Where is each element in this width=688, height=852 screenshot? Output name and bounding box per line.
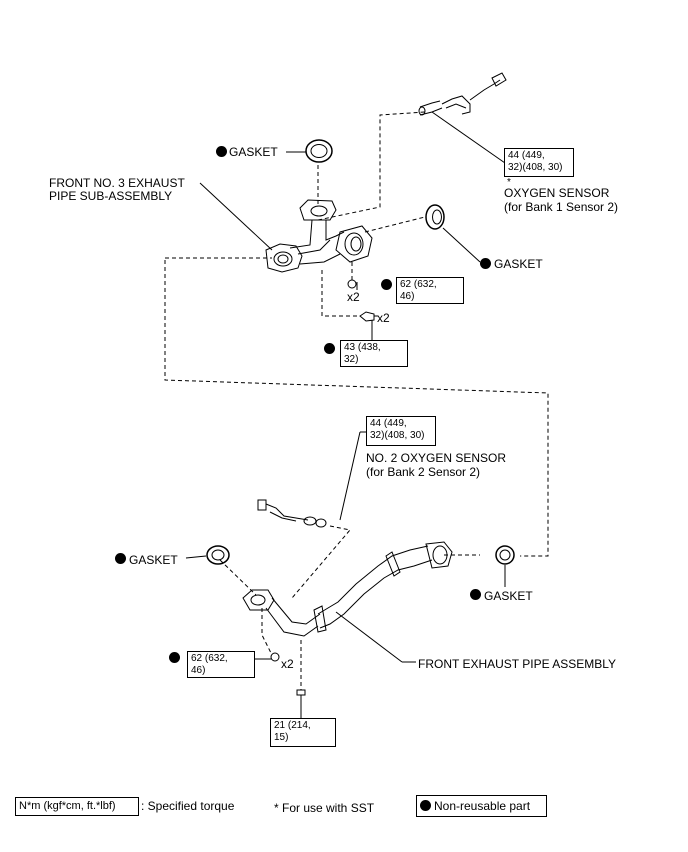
legend-unit-box: N*m (kgf*cm, ft.*lbf)	[15, 797, 139, 816]
nonreusable-dot	[470, 589, 481, 600]
dashed-alignment-lines	[164, 111, 549, 690]
x2-label-upper-nut: x2	[347, 290, 360, 304]
nonreusable-dot	[169, 652, 180, 663]
lower-fasteners-drawing	[270, 652, 306, 700]
front-exhaust-pipe-drawing	[242, 541, 453, 637]
upper-fasteners-drawing	[347, 279, 378, 322]
nonreusable-dot	[420, 800, 431, 811]
gasket-label-right-upper: GASKET	[494, 257, 543, 271]
torque-bolt-upper: 43 (438, 32)	[340, 340, 408, 367]
legend-nonreusable-box	[416, 795, 547, 817]
upper-gasket-drawing	[305, 139, 333, 163]
gasket-label-lower-left: GASKET	[129, 553, 178, 567]
x2-label-lower-nut: x2	[281, 657, 294, 671]
oxygen-sensor-bank1-drawing	[418, 72, 507, 116]
lower-right-gasket-drawing	[495, 545, 515, 565]
leader-lines	[185, 111, 506, 718]
oxygen-sensor-sublabel: (for Bank 1 Sensor 2)	[504, 200, 619, 214]
torque-o2-bank1: 44 (449, 32)(408, 30)	[504, 148, 574, 177]
nonreusable-dot	[115, 553, 126, 564]
legend-nonreusable-text: Non-reusable part	[434, 799, 531, 813]
oxygen-sensor-bank2-drawing	[257, 499, 327, 528]
legend-sst-note: * For use with SST	[274, 801, 375, 815]
nonreusable-dot	[324, 343, 335, 354]
oxygen-sensor-label: OXYGEN SENSOR	[504, 186, 610, 200]
torque-o2-bank2: 44 (449, 32)(408, 30)	[366, 416, 436, 446]
gasket-label-lower-right: GASKET	[484, 589, 533, 603]
torque-bolt-lower: 21 (214, 15)	[270, 718, 336, 747]
sst-asterisk: *	[507, 177, 511, 188]
x2-label-upper-bolt: x2	[377, 311, 390, 325]
no2-oxygen-sensor-sublabel: (for Bank 2 Sensor 2)	[366, 465, 481, 479]
front-no3-pipe-drawing	[265, 199, 373, 273]
nonreusable-dot	[381, 279, 392, 290]
gasket-label-upper: GASKET	[229, 145, 278, 159]
front-no3-label-line1: FRONT NO. 3 EXHAUST	[49, 176, 185, 190]
front-exhaust-pipe-label: FRONT EXHAUST PIPE ASSEMBLY	[418, 657, 617, 671]
nonreusable-dot	[216, 146, 227, 157]
legend-unit-text: : Specified torque	[141, 799, 235, 813]
front-no3-label-line2: PIPE SUB-ASSEMBLY	[49, 189, 173, 203]
no2-oxygen-sensor-label: NO. 2 OXYGEN SENSOR	[366, 451, 507, 465]
lower-left-gasket-drawing	[206, 545, 230, 565]
right-upper-gasket-drawing	[425, 204, 445, 230]
nonreusable-dot	[480, 258, 491, 269]
torque-nut-upper: 62 (632, 46)	[396, 277, 464, 304]
torque-nut-lower: 62 (632, 46)	[187, 651, 255, 678]
